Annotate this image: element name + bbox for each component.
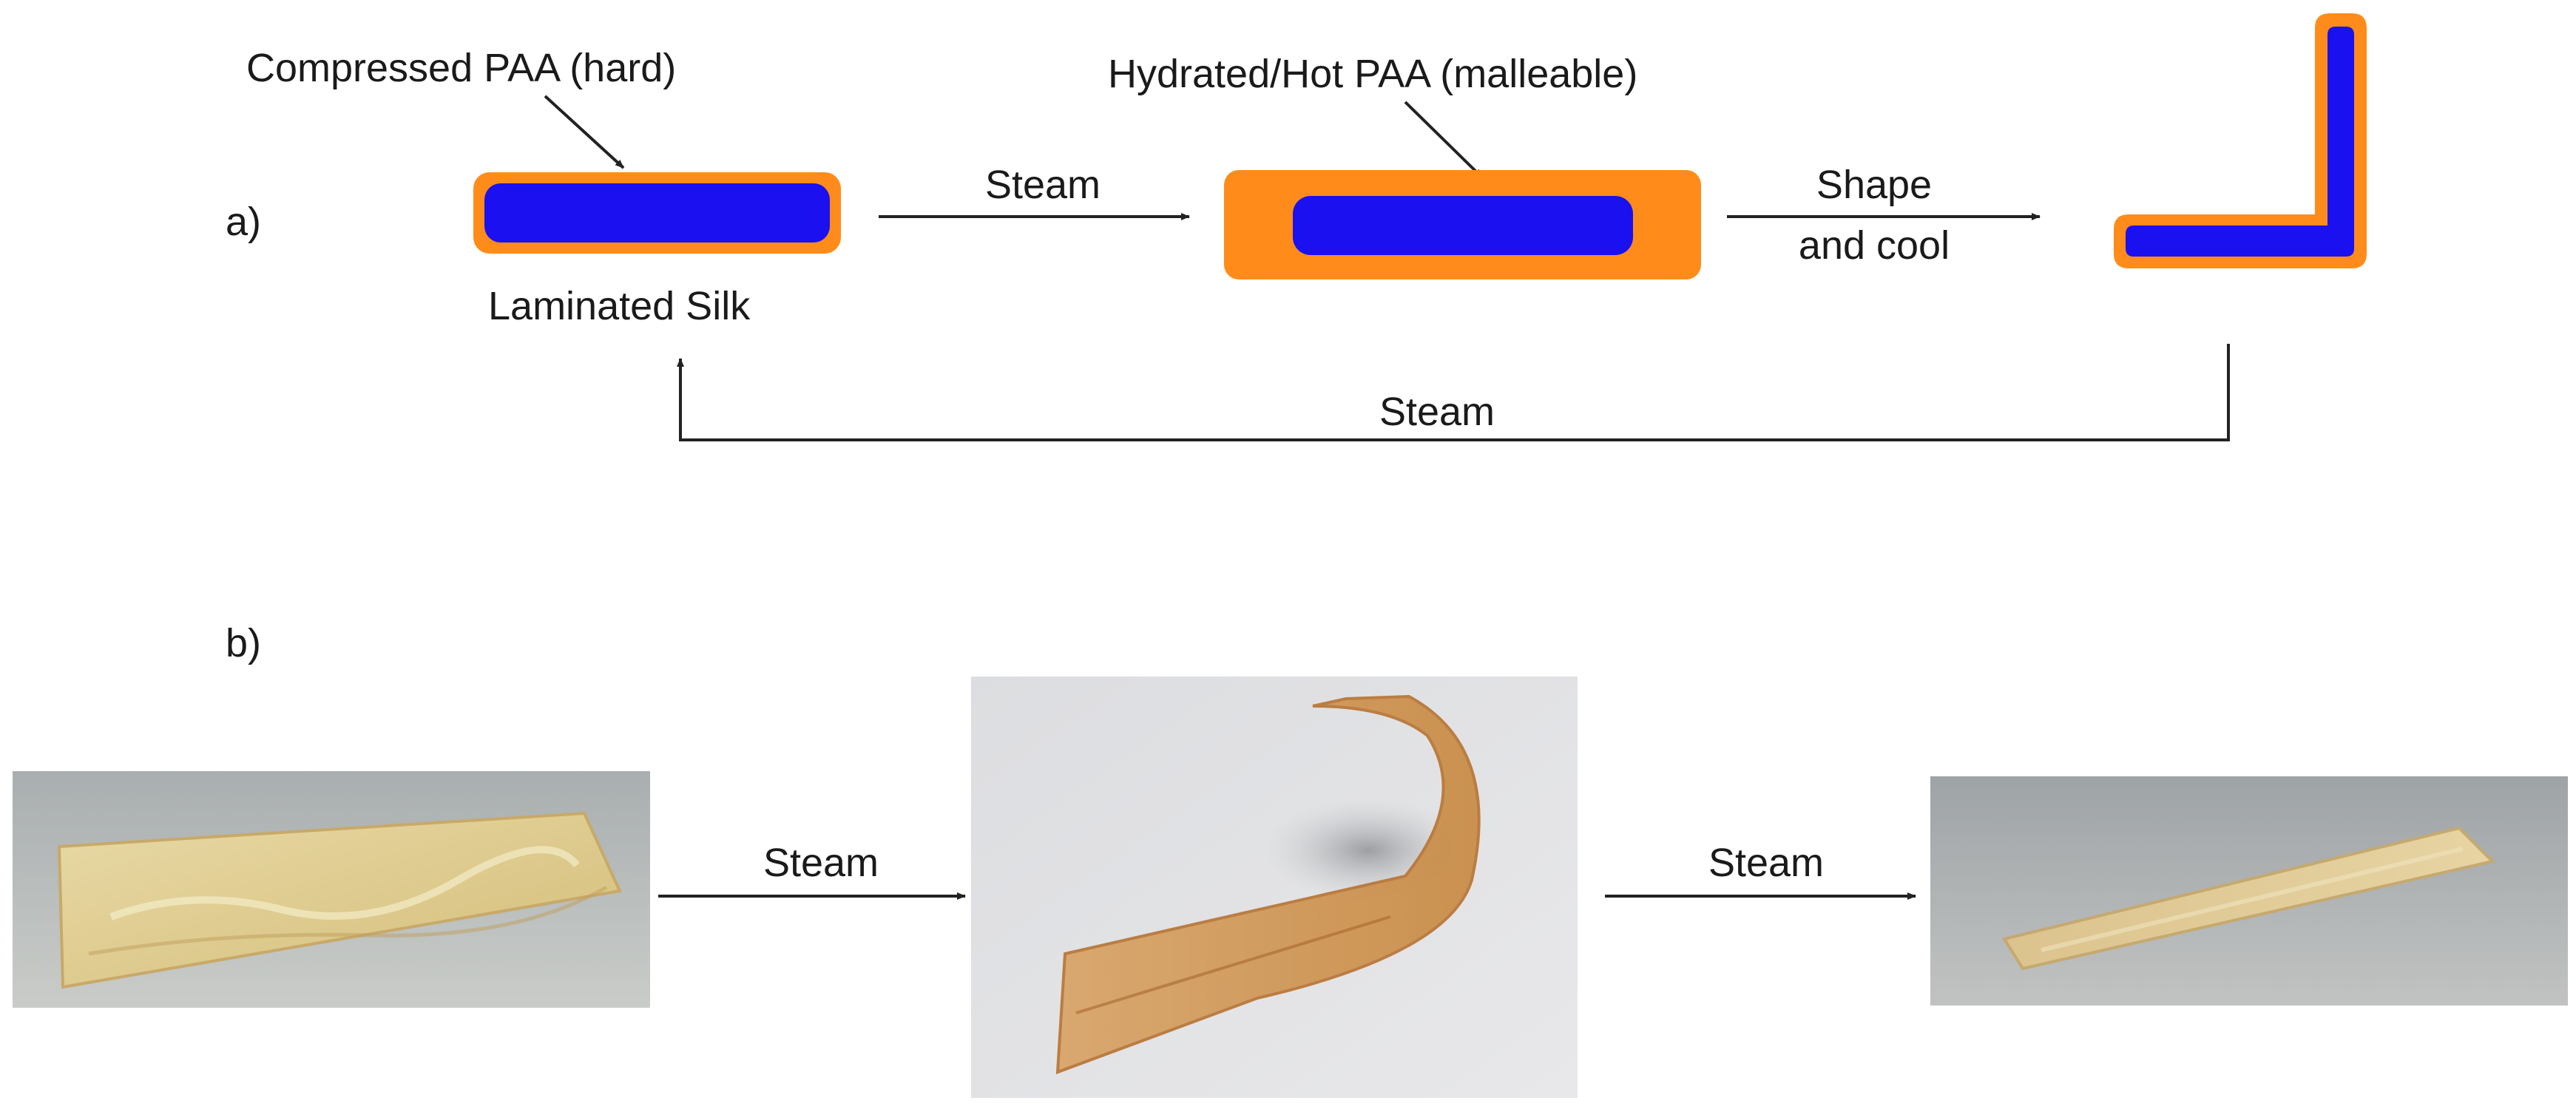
silk-strip-bent bbox=[1055, 694, 1481, 1074]
photo-flat-strip bbox=[13, 771, 650, 1008]
callout-hard-pointer bbox=[544, 95, 625, 169]
recovered-strip-highlight bbox=[2041, 847, 2464, 952]
silk-core-shaped bbox=[2126, 27, 2354, 257]
callout-hydrated-paa: Hydrated/Hot PAA (malleable) bbox=[1108, 52, 1637, 96]
steam-label-b2: Steam bbox=[1708, 841, 1824, 885]
photo-bent-strip bbox=[971, 677, 1578, 1098]
strip-highlight bbox=[109, 846, 580, 921]
strip-wrinkle bbox=[88, 885, 608, 956]
silk-core bbox=[484, 183, 830, 243]
laminated-silk-label: Laminated Silk bbox=[488, 284, 751, 328]
shape-label: Shape bbox=[1816, 163, 1932, 207]
callout-malleable-pointer bbox=[1404, 101, 1484, 179]
return-steam-label: Steam bbox=[1379, 390, 1495, 434]
shaped-sample bbox=[2114, 13, 2367, 268]
strip-edge-line bbox=[1075, 915, 1391, 1014]
panel-b-label: b) bbox=[226, 621, 261, 665]
and-cool-label: and cool bbox=[1799, 223, 1950, 268]
steam-label-b1: Steam bbox=[763, 841, 879, 885]
steam-label-a1: Steam bbox=[985, 163, 1101, 207]
silk-strip-flat bbox=[57, 811, 622, 989]
photo-recovered-strip bbox=[1930, 776, 2568, 1006]
callout-compressed-paa: Compressed PAA (hard) bbox=[246, 46, 676, 90]
laminated-silk-sample bbox=[473, 172, 841, 254]
return-steam-arrow bbox=[677, 344, 2230, 441]
silk-core-hydrated bbox=[1293, 196, 1633, 255]
hydrated-sample bbox=[1224, 170, 1701, 279]
panel-a-label: a) bbox=[226, 200, 261, 244]
